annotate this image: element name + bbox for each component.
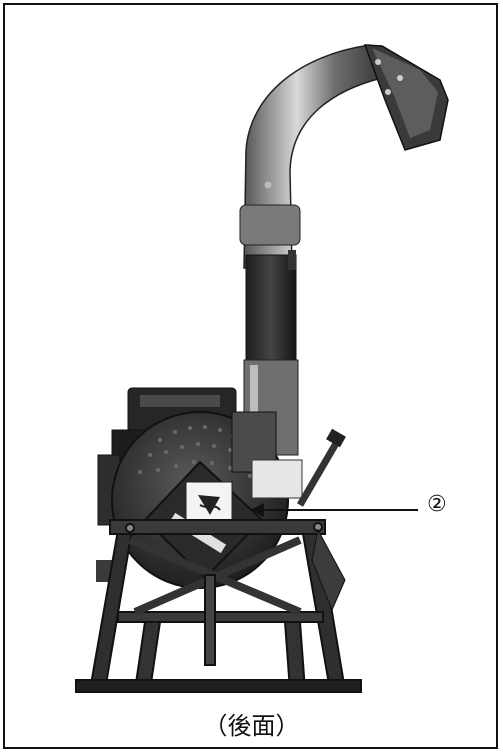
callout-arrow xyxy=(250,503,418,517)
callout-number-label: ② xyxy=(427,492,447,517)
stand-frame xyxy=(75,519,362,693)
discharge-chute xyxy=(239,44,449,269)
figure-caption: （後面） xyxy=(203,712,300,740)
lever-handle xyxy=(296,428,346,612)
